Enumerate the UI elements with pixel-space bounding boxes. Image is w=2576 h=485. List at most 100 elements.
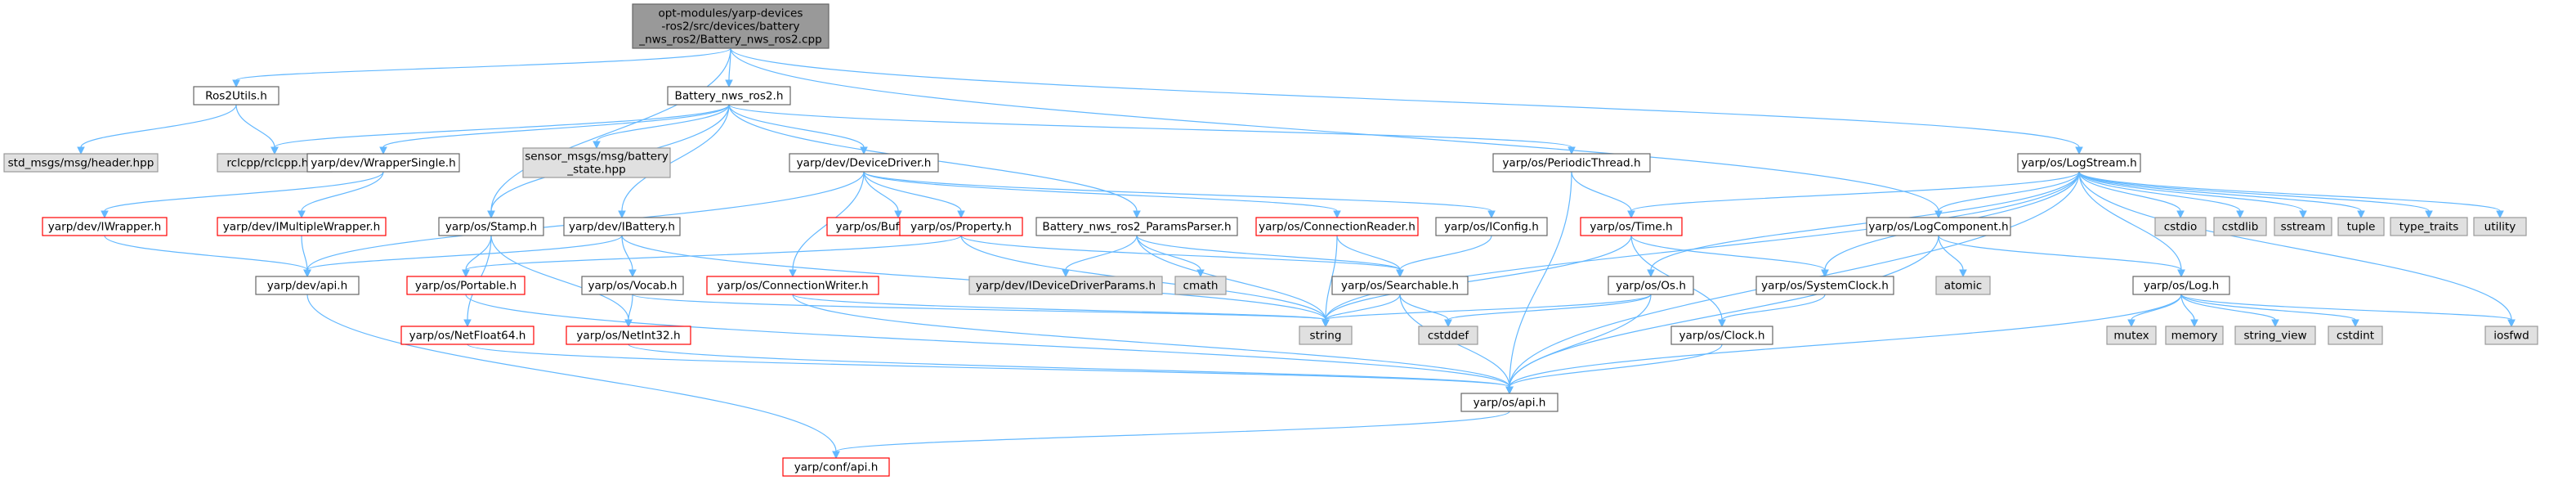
node-idevicedriverparams: yarp/dev/IDeviceDriverParams.h <box>968 276 1163 295</box>
node-box <box>789 153 939 173</box>
node-label: yarp/os/Clock.h <box>1679 330 1764 343</box>
edge-logcomponent-to-atomic <box>1938 235 1967 278</box>
node-ros2utils[interactable]: Ros2Utils.h <box>193 86 280 106</box>
edge-line <box>1509 294 2182 388</box>
node-dev-api[interactable]: yarp/dev/api.h <box>255 276 360 295</box>
node-box <box>667 86 791 106</box>
edge-arrowhead <box>1821 269 1829 278</box>
node-label: atomic <box>1944 280 1982 293</box>
node-iconfig[interactable]: yarp/os/IConfig.h <box>1435 217 1548 236</box>
edge-line <box>1509 294 1652 388</box>
edge-vocab-to-netint32 <box>624 294 633 328</box>
node-clock[interactable]: yarp/os/Clock.h <box>1670 326 1773 345</box>
edge-logstream-to-string <box>1322 171 2080 328</box>
node-string-view: string_view <box>2234 326 2316 345</box>
edge-line <box>1571 171 1632 212</box>
edge-arrowhead <box>1627 210 1635 219</box>
edge-arrowhead <box>832 451 840 460</box>
node-label: std_msgs/msg/header.hpp <box>8 157 154 170</box>
edge-line <box>382 104 730 148</box>
node-box <box>1670 326 1773 345</box>
node-label: yarp/os/LogComponent.h <box>1868 221 2008 234</box>
node-label: string_view <box>2243 330 2306 343</box>
edge-line <box>2078 171 2304 212</box>
edge-arrowhead <box>789 269 797 278</box>
edge-arrowhead <box>2271 319 2279 328</box>
edge-arrowhead <box>1505 386 1514 395</box>
edge-arrowhead <box>1487 210 1496 219</box>
node-memory: memory <box>2165 326 2224 345</box>
edge-line <box>301 235 308 271</box>
node-label: utility <box>2484 221 2516 234</box>
node-devicedriver[interactable]: yarp/dev/DeviceDriver.h <box>789 153 939 173</box>
node-stamp[interactable]: yarp/os/Stamp.h <box>438 217 544 236</box>
edge-periodicthread-to-time <box>1571 171 1635 219</box>
node-box <box>1418 326 1478 345</box>
edge-line <box>104 171 384 212</box>
node-label: yarp/dev/api.h <box>267 280 347 293</box>
edge-line <box>2180 294 2512 321</box>
node-label: yarp/os/IConfig.h <box>1444 221 1539 234</box>
node-box <box>217 217 387 236</box>
node-periodicthread[interactable]: yarp/os/PeriodicThread.h <box>1492 153 1651 173</box>
edge-arrowhead <box>379 146 387 155</box>
edge-logstream-to-os_h <box>1647 171 2080 278</box>
edge-arrowhead <box>1396 269 1404 278</box>
edges-layer <box>77 47 2516 460</box>
edge-paramsparser-to-searchable <box>1136 235 1404 278</box>
edge-line <box>1630 235 1826 271</box>
edge-arrowhead <box>303 269 311 278</box>
edge-logstream-to-iosfwd <box>2078 171 2516 328</box>
node-logcomponent[interactable]: yarp/os/LogComponent.h <box>1866 217 2011 236</box>
edge-line <box>863 171 1338 212</box>
edge-line <box>863 171 1492 212</box>
node-label: yarp/os/Log.h <box>2144 280 2219 293</box>
edge-arrowhead <box>2496 210 2504 219</box>
node-label: yarp/os/Time.h <box>1590 221 1672 234</box>
node-os-api[interactable]: yarp/os/api.h <box>1460 393 1559 412</box>
node-wrappersingle[interactable]: yarp/dev/WrapperSingle.h <box>306 153 460 173</box>
node-battery-nws-ros2[interactable]: Battery_nws_ros2.h <box>667 86 791 106</box>
node-systemclock[interactable]: yarp/os/SystemClock.h <box>1755 276 1894 295</box>
node-searchable[interactable]: yarp/os/Searchable.h <box>1331 276 1469 295</box>
edge-netint32-to-os_api <box>628 344 1514 395</box>
edge-line <box>596 104 730 142</box>
node-label: cmath <box>1183 280 1219 293</box>
node-label: Battery_nws_ros2_ParamsParser.h <box>1042 221 1231 234</box>
node-paramsparser[interactable]: Battery_nws_ros2_ParamsParser.h <box>1035 217 1238 236</box>
node-box <box>968 276 1163 295</box>
edge-line <box>621 235 633 271</box>
edge-line <box>1336 235 1401 271</box>
edge-arrowhead <box>1062 269 1070 278</box>
edge-line <box>306 294 837 452</box>
node-vocab[interactable]: yarp/os/Vocab.h <box>581 276 684 295</box>
node-label: yarp/os/Searchable.h <box>1341 280 1459 293</box>
node-label: yarp/os/Portable.h <box>415 280 517 293</box>
edge-line <box>1938 235 1964 271</box>
node-label: _nws_ros2/Battery_nws_ros2.cpp <box>638 34 821 47</box>
edge-line <box>465 235 492 271</box>
node-box <box>1255 217 1419 236</box>
edge-arrowhead <box>2425 210 2433 219</box>
edge-line <box>2078 171 2182 271</box>
edge-line <box>621 104 730 212</box>
edge-ibattery-to-dev_api <box>303 235 623 278</box>
node-box <box>2213 217 2267 236</box>
edge-line <box>2180 294 2356 321</box>
edge-arrowhead <box>77 146 85 155</box>
edge-line <box>1136 235 1326 321</box>
edge-logstream-to-logcomponent <box>1934 171 2080 219</box>
node-root[interactable]: opt-modules/yarp-devices-ros2/src/device… <box>632 3 830 49</box>
node-ibattery[interactable]: yarp/dev/IBattery.h <box>563 217 681 236</box>
edge-arrowhead <box>271 146 279 155</box>
node-os-h[interactable]: yarp/os/Os.h <box>1608 276 1694 295</box>
edge-arrowhead <box>2357 210 2365 219</box>
node-logstream[interactable]: yarp/os/LogStream.h <box>2017 153 2141 173</box>
edge-line <box>863 171 899 212</box>
node-label: type_traits <box>2399 221 2459 234</box>
node-label: yarp/os/NetFloat64.h <box>409 330 526 343</box>
node-log-h[interactable]: yarp/os/Log.h <box>2132 276 2230 295</box>
edge-arrowhead <box>1322 319 1330 328</box>
node-box <box>438 217 544 236</box>
